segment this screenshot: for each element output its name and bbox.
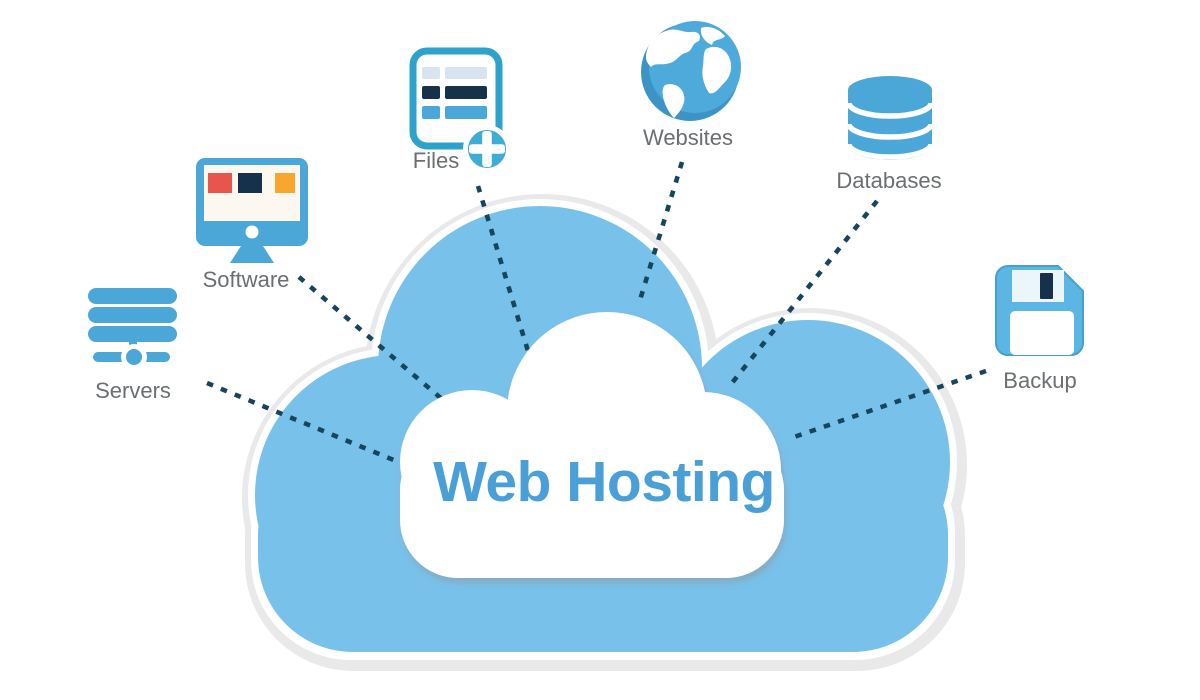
server-stack-icon bbox=[88, 288, 177, 370]
floppy-disk-icon bbox=[995, 265, 1084, 356]
connector-servers bbox=[206, 380, 397, 464]
connector-backup bbox=[793, 368, 987, 440]
node-label-databases: Databases bbox=[836, 168, 941, 193]
node-label-software: Software bbox=[203, 267, 290, 292]
node-databases: Databases bbox=[836, 76, 942, 193]
node-label-backup: Backup bbox=[1003, 368, 1076, 393]
database-icon bbox=[846, 76, 934, 160]
desktop-monitor-icon bbox=[196, 158, 308, 263]
node-backup: Backup bbox=[995, 265, 1084, 393]
globe-icon bbox=[641, 21, 741, 121]
connector-websites bbox=[637, 161, 685, 301]
inner-cloud bbox=[400, 312, 784, 578]
node-label-files: Files bbox=[413, 148, 459, 173]
node-files: Files bbox=[409, 47, 511, 173]
connector-software bbox=[297, 275, 459, 414]
node-software: Software bbox=[196, 158, 308, 292]
node-websites: Websites bbox=[641, 21, 741, 150]
node-label-websites: Websites bbox=[643, 125, 733, 150]
connector-lines bbox=[206, 161, 987, 464]
node-label-servers: Servers bbox=[95, 378, 171, 403]
file-add-icon bbox=[409, 47, 511, 173]
connector-files bbox=[475, 185, 534, 362]
connector-databases bbox=[726, 199, 879, 390]
node-servers: Servers bbox=[88, 288, 177, 403]
hub-title: Web Hosting bbox=[433, 450, 775, 514]
